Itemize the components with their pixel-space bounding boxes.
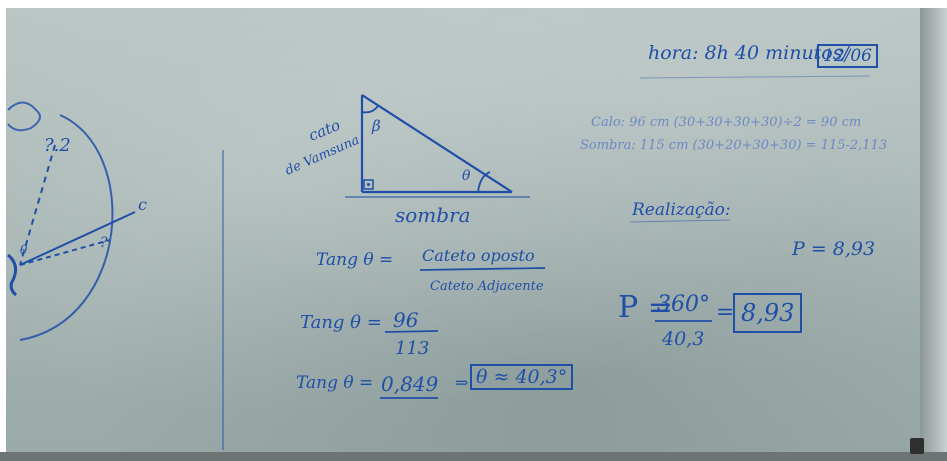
p-formula-equals: = <box>716 300 735 325</box>
tang2-fraction-bar <box>384 330 439 333</box>
whiteboard-surface <box>6 8 932 456</box>
marker-pen <box>910 438 924 454</box>
p-formula-denominator: 40,3 <box>662 328 705 350</box>
theta-arc <box>477 171 491 193</box>
tang-formula-numerator: Cateto oposto <box>422 246 535 265</box>
date-box: 12/06 <box>817 44 878 68</box>
left-dashed-line <box>19 144 56 266</box>
beta-arc <box>361 105 379 114</box>
board-frame-bottom <box>0 452 947 461</box>
calo-line: Calo: 96 cm (30+30+30+30)÷2 = 90 cm <box>591 115 862 130</box>
theta-result-box: θ ≈ 40,3° <box>470 364 574 390</box>
right-angle-marker <box>363 179 374 190</box>
hora-text: hora: 8h 40 minutos/ <box>648 42 849 64</box>
realizacao-label: Realização: <box>632 200 731 220</box>
right-angle-dot <box>367 183 370 186</box>
tang2-lhs: Tang θ = <box>300 312 382 333</box>
tang-formula-denominator: Cateto Adjacente <box>430 279 544 294</box>
triangle-hypotenuse <box>361 94 513 193</box>
tang2-denominator: 113 <box>395 338 430 359</box>
tang-formula-lhs: Tang θ = <box>316 250 394 270</box>
implies-arrow: ⇒ <box>455 373 469 392</box>
left-label-c: c <box>138 195 147 214</box>
left-label-theta: θ <box>20 243 28 257</box>
sombra-label: sombra <box>395 203 471 227</box>
board-divider-line <box>222 150 224 450</box>
left-ray-line <box>19 211 136 266</box>
realizacao-underline <box>629 219 731 223</box>
p-formula-numerator: 360° <box>657 292 710 317</box>
left-scribble <box>6 253 18 297</box>
left-label-question: ? <box>100 235 108 251</box>
tang3-lhs: Tang θ = <box>296 373 374 393</box>
tang-fraction-bar <box>419 267 546 271</box>
left-label-z: ?.2 <box>44 135 71 156</box>
theta-label: θ <box>462 168 471 184</box>
left-dashed-ray <box>19 239 111 266</box>
left-circle-arc <box>19 114 114 341</box>
p-formula-lhs: P = <box>618 290 673 325</box>
sombra-line: Sombra: 115 cm (30+20+30+30) = 115-2,113 <box>580 138 888 153</box>
tang2-numerator: 96 <box>393 308 419 332</box>
p-small-result: P = 8,93 <box>792 238 876 260</box>
hora-underline <box>639 75 871 79</box>
left-cloud <box>7 101 41 132</box>
p-result-box: 8,93 <box>733 293 803 333</box>
board-frame-right <box>920 8 947 456</box>
tang3-value: 0,849 <box>381 372 439 396</box>
beta-label: β <box>372 117 381 135</box>
